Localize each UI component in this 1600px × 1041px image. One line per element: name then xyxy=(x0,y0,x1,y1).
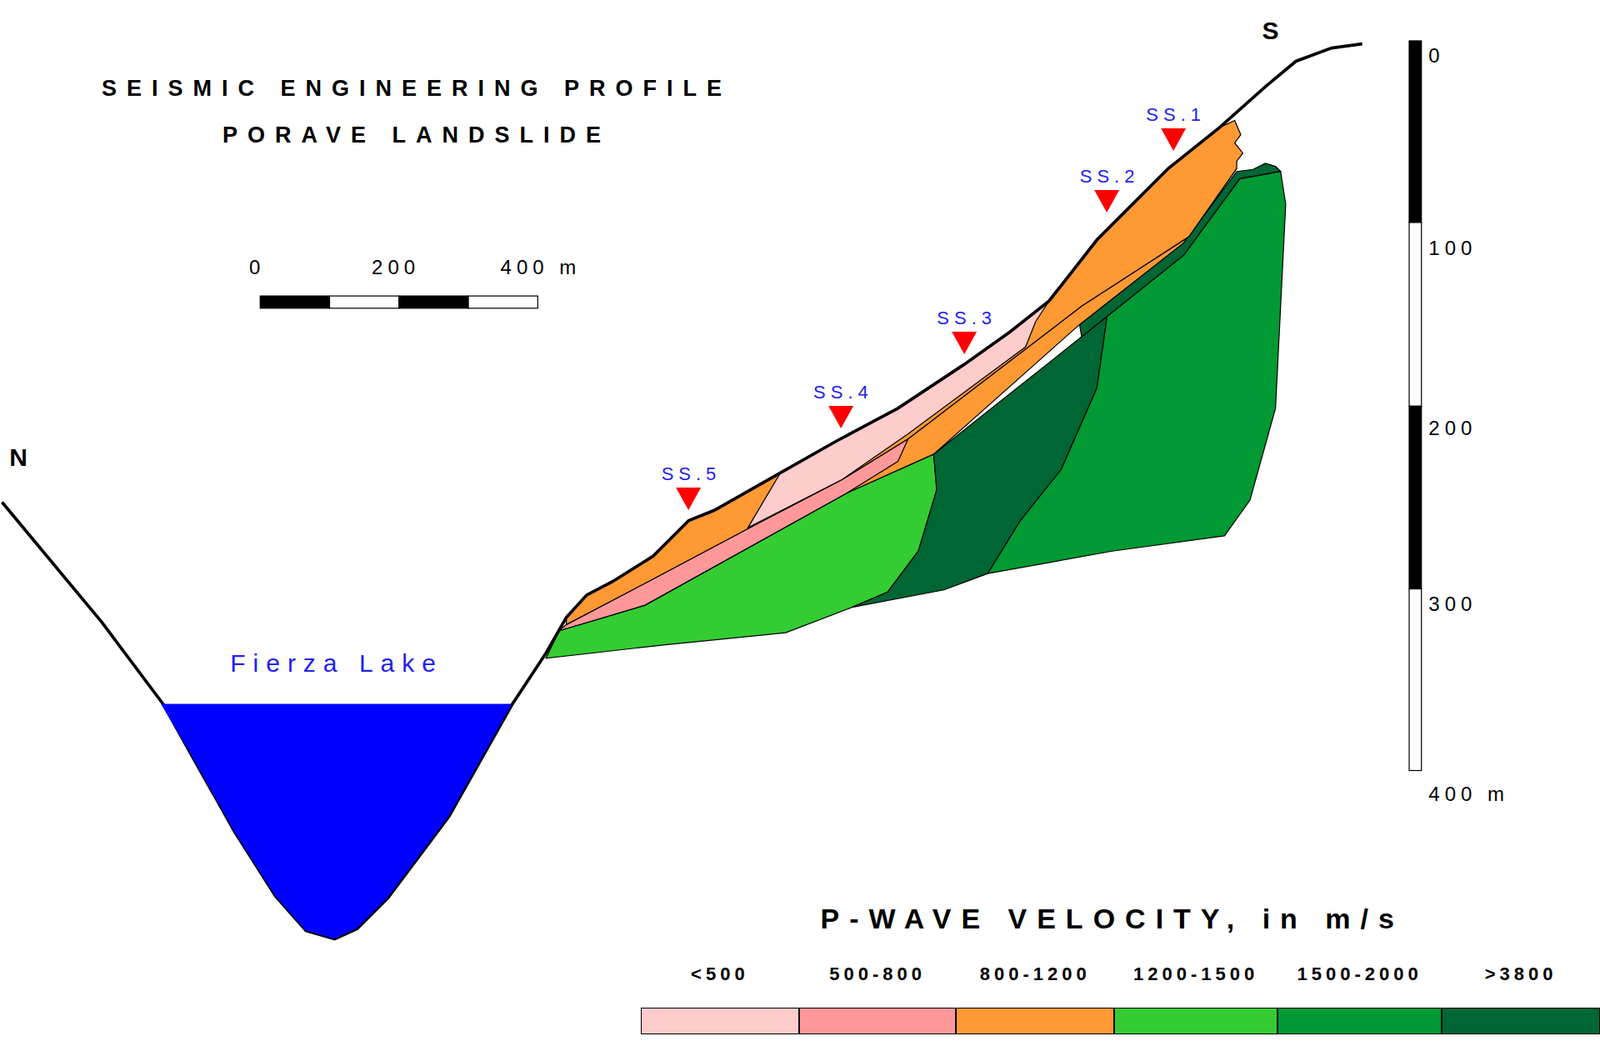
legend-label: 1500-2000 xyxy=(1297,963,1423,985)
station-triangle xyxy=(1160,128,1186,151)
station-marker xyxy=(1159,126,1188,152)
seismic-station: SS.5 xyxy=(656,462,722,511)
legend-swatch xyxy=(1114,1007,1278,1035)
station-triangle xyxy=(828,405,854,429)
scale-label: 300 xyxy=(1428,592,1477,616)
lake: Fierza Lake xyxy=(160,637,512,941)
legend-label: 1200-1500 xyxy=(1133,963,1259,985)
scale-segment xyxy=(1409,222,1422,406)
lake-water xyxy=(160,637,512,941)
station-marker xyxy=(1093,188,1122,214)
scale-bar xyxy=(260,295,538,309)
station-label: SS.4 xyxy=(808,380,874,405)
scale-label: 400 m xyxy=(1428,782,1510,806)
scale-label: 0 xyxy=(249,255,265,280)
station-label: SS.2 xyxy=(1075,165,1140,189)
legend-label: >3800 xyxy=(1485,963,1558,985)
legend-swatch xyxy=(799,1007,957,1035)
legend-label: 800-1200 xyxy=(980,963,1091,985)
station-triangle xyxy=(951,331,977,355)
scale-label: 200 xyxy=(1428,416,1477,440)
scale-segment xyxy=(468,295,538,309)
legend-swatch xyxy=(640,1007,800,1035)
scale-label: 200 xyxy=(371,255,420,280)
depth-scale xyxy=(1409,40,1422,771)
station-marker xyxy=(826,404,855,430)
lake-water xyxy=(160,704,512,940)
seismic-station: SS.4 xyxy=(808,380,874,430)
scale-segment xyxy=(260,295,330,309)
station-label: SS.5 xyxy=(656,462,722,486)
seismic-station: SS.3 xyxy=(931,306,997,355)
compass-label: S xyxy=(1261,16,1279,45)
scale-segment xyxy=(1409,589,1422,771)
seismic-station: SS.2 xyxy=(1075,165,1140,214)
scale-segment xyxy=(330,295,400,309)
scale-segment xyxy=(1409,405,1422,589)
seismic-station: SS.1 xyxy=(1140,103,1206,152)
ground-surface xyxy=(1,44,1362,940)
station-marker xyxy=(950,330,979,355)
scale-label: 400 m xyxy=(500,255,582,280)
scale-label: 0 xyxy=(1428,44,1445,68)
legend-label: <500 xyxy=(690,963,750,985)
legend-label: 500-800 xyxy=(829,963,926,985)
diagram-title: SEISMIC ENGINEERING PROFILE PORAVE LANDS… xyxy=(33,65,800,159)
scale-label: 100 xyxy=(1428,236,1477,260)
compass-label: N xyxy=(9,443,28,472)
station-triangle xyxy=(1095,190,1120,213)
scale-segment xyxy=(1409,40,1422,223)
legend-swatch xyxy=(955,1007,1115,1035)
station-triangle xyxy=(676,487,702,510)
legend-title: P-WAVE VELOCITY, in m/s xyxy=(820,902,1404,935)
lake-name: Fierza Lake xyxy=(230,649,444,678)
legend-swatch xyxy=(1441,1007,1600,1035)
legend-swatch xyxy=(1277,1007,1442,1035)
station-label: SS.1 xyxy=(1140,103,1206,127)
velocity-zone xyxy=(545,454,937,659)
station-marker xyxy=(675,485,704,511)
station-label: SS.3 xyxy=(931,306,997,330)
scale-segment xyxy=(399,295,469,309)
